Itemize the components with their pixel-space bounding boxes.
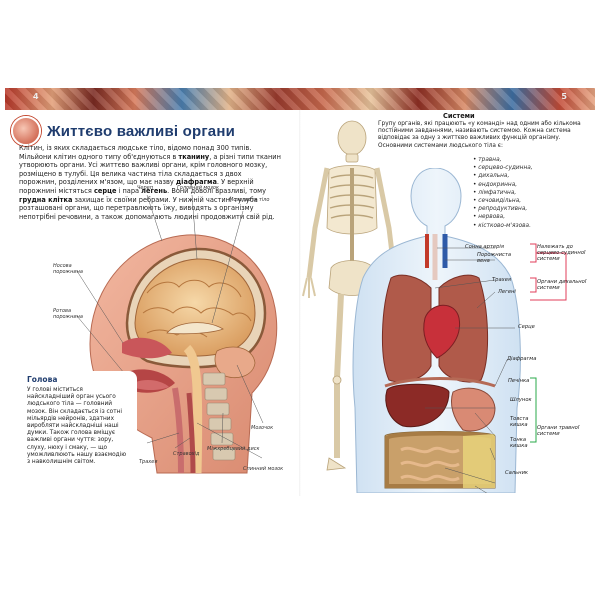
label-colon: Товста кишка: [510, 416, 529, 429]
label-diaphragm: Діафрагма: [507, 356, 537, 362]
system-brackets: [530, 243, 567, 443]
head-cross-section: Череп Головний мозок Мозолисте тіло Носо…: [47, 183, 287, 483]
label-vena-cava: Порожниста вена: [477, 252, 512, 265]
label-heart: Серце: [518, 324, 535, 330]
systems-title: Системи: [443, 112, 475, 120]
torso-illustration: [345, 167, 555, 496]
system-item: сечовидільна,: [473, 197, 593, 205]
label-disc: Міжхребцевий диск: [207, 446, 260, 452]
label-bladder: Сальник: [505, 470, 529, 476]
system-item: серцево-судинна,: [473, 164, 593, 172]
system-item: ендокринна,: [473, 181, 593, 189]
label-small-intestine: Тонка кишка: [510, 437, 528, 450]
intro-paragraph: Клітин, із яких складається людське тіло…: [19, 144, 281, 221]
label-stomach: Шлунок: [510, 397, 532, 403]
page-title: Життєво важливі органи: [47, 122, 236, 140]
systems-list: травна,серцево-судинна,дихальна,ендокрин…: [473, 156, 593, 230]
cell-icon: [11, 116, 41, 146]
system-item: травна,: [473, 156, 593, 164]
label-trachea-head: Трахея: [139, 459, 158, 465]
label-carotid: Сонна артерія: [465, 244, 504, 250]
system-item: нервова,: [473, 213, 593, 221]
label-cerebellum: Мозочок: [251, 425, 274, 431]
intro-text: Клітин, із яких складається людське тіло…: [19, 144, 281, 221]
head-info-box: Голова У голові міститься найскладніший …: [19, 371, 137, 491]
label-corpus-callosum: Мозолисте тіло: [229, 197, 270, 203]
label-lungs: Легені: [498, 289, 516, 295]
title-row: Життєво важливі органи: [11, 116, 235, 146]
group-digestive: Органи травної системи: [537, 425, 580, 438]
label-oral-cavity: Ротова порожнина: [53, 308, 83, 320]
system-item: лімфатична,: [473, 189, 593, 197]
page-number-right: 5: [561, 92, 567, 101]
book-spread: 4 5 Життєво важливі органи Клітин, із як…: [5, 88, 595, 496]
system-item: кістково-м'язова.: [473, 222, 593, 230]
label-liver: Печінка: [508, 378, 530, 384]
systems-intro: Групу органів, які працюють «у команді» …: [378, 121, 581, 149]
group-respiratory: Органи дихальної системи: [537, 279, 587, 292]
system-item: дихальна,: [473, 172, 593, 180]
label-trachea-torso: Трахея: [492, 277, 512, 283]
label-spinal-cord: Спинний мозок: [243, 466, 284, 472]
label-skull: Череп: [137, 185, 154, 191]
head-illustration: [76, 194, 278, 474]
label-nasal-cavity: Носова порожнина: [53, 263, 83, 275]
head-box-title: Голова: [27, 375, 58, 384]
group-cardio: Належать до серцево-судинної системи: [537, 244, 586, 263]
book-gutter: [299, 110, 301, 496]
label-esophagus: Стравохід: [173, 451, 200, 457]
page-number-left: 4: [33, 92, 39, 101]
system-item: репродуктивна,: [473, 205, 593, 213]
label-brain: Головний мозок: [177, 185, 219, 191]
head-box-text: У голові міститься найскладніший орган у…: [27, 387, 127, 466]
organ-photo-banner: 4 5: [5, 88, 595, 110]
